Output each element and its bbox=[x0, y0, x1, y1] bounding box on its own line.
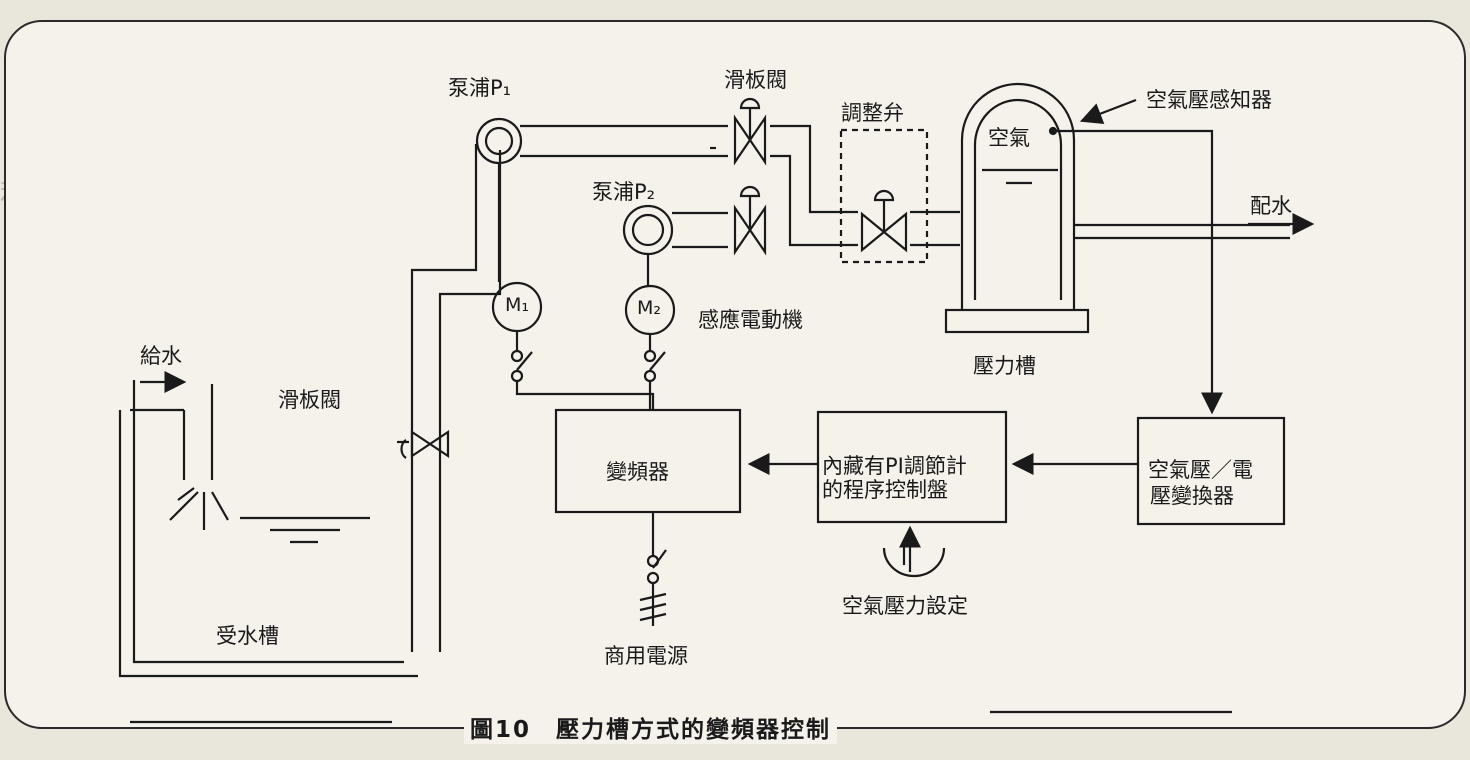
pi-control-panel-box bbox=[816, 410, 1008, 524]
pump-p1 bbox=[475, 117, 523, 282]
pressure-tank-label: 壓力槽 bbox=[973, 354, 1036, 378]
induction-motor-label: 感應電動機 bbox=[698, 308, 803, 332]
adjust-valve-label: 調整弁 bbox=[841, 101, 904, 125]
converter-label-line2: 壓變換器 bbox=[1150, 484, 1234, 508]
receiving-tank bbox=[118, 380, 418, 678]
motor-m2-label: M₂ bbox=[637, 297, 662, 319]
figure-caption: 圖10 壓力槽方式的變頻器控制 bbox=[464, 710, 838, 744]
converter-box bbox=[1136, 416, 1286, 526]
pump-p1-label: 泵浦P₁ bbox=[448, 76, 512, 100]
gate-valve-left-label: 滑板閥 bbox=[278, 388, 341, 412]
distribution-label: 配水 bbox=[1250, 194, 1292, 218]
water-supply-pipe bbox=[130, 371, 229, 530]
air-label: 空氣 bbox=[988, 126, 1030, 150]
air-pressure-setting-label: 空氣壓力設定 bbox=[842, 594, 968, 618]
inverter-box bbox=[554, 408, 742, 514]
discharge-pipes bbox=[520, 124, 960, 249]
inverter-label: 變頻器 bbox=[606, 460, 669, 484]
pi-panel-label-line1: 內藏有PI調節計 bbox=[822, 454, 967, 478]
pressure-setting-knob bbox=[882, 525, 946, 578]
pi-panel-label-line2: 的程序控制盤 bbox=[822, 478, 948, 502]
motor-m2 bbox=[624, 284, 676, 410]
gate-valve-left bbox=[397, 429, 450, 459]
motor-m1-label: M₁ bbox=[505, 294, 530, 316]
commercial-power bbox=[639, 512, 667, 626]
sensor-signal-line bbox=[1048, 98, 1223, 415]
gate-valve-top-label: 滑板閥 bbox=[724, 68, 787, 92]
air-pressure-sensor-label: 空氣壓感知器 bbox=[1146, 88, 1272, 112]
receiving-tank-label: 受水槽 bbox=[216, 624, 279, 648]
water-supply-label: 給水 bbox=[140, 344, 182, 368]
pump-p2-label: 泵浦P₂ bbox=[592, 180, 656, 204]
commercial-power-label: 商用電源 bbox=[604, 644, 688, 668]
pressure-tank bbox=[944, 82, 1315, 334]
pump-p2 bbox=[622, 204, 674, 285]
suction-pipe bbox=[410, 144, 502, 652]
motor-m1 bbox=[491, 281, 655, 410]
converter-label-line1: 空氣壓／電 bbox=[1148, 458, 1253, 482]
adjust-valve bbox=[839, 128, 929, 264]
gate-valve-middle bbox=[733, 185, 767, 256]
gate-valve-top bbox=[733, 97, 767, 166]
